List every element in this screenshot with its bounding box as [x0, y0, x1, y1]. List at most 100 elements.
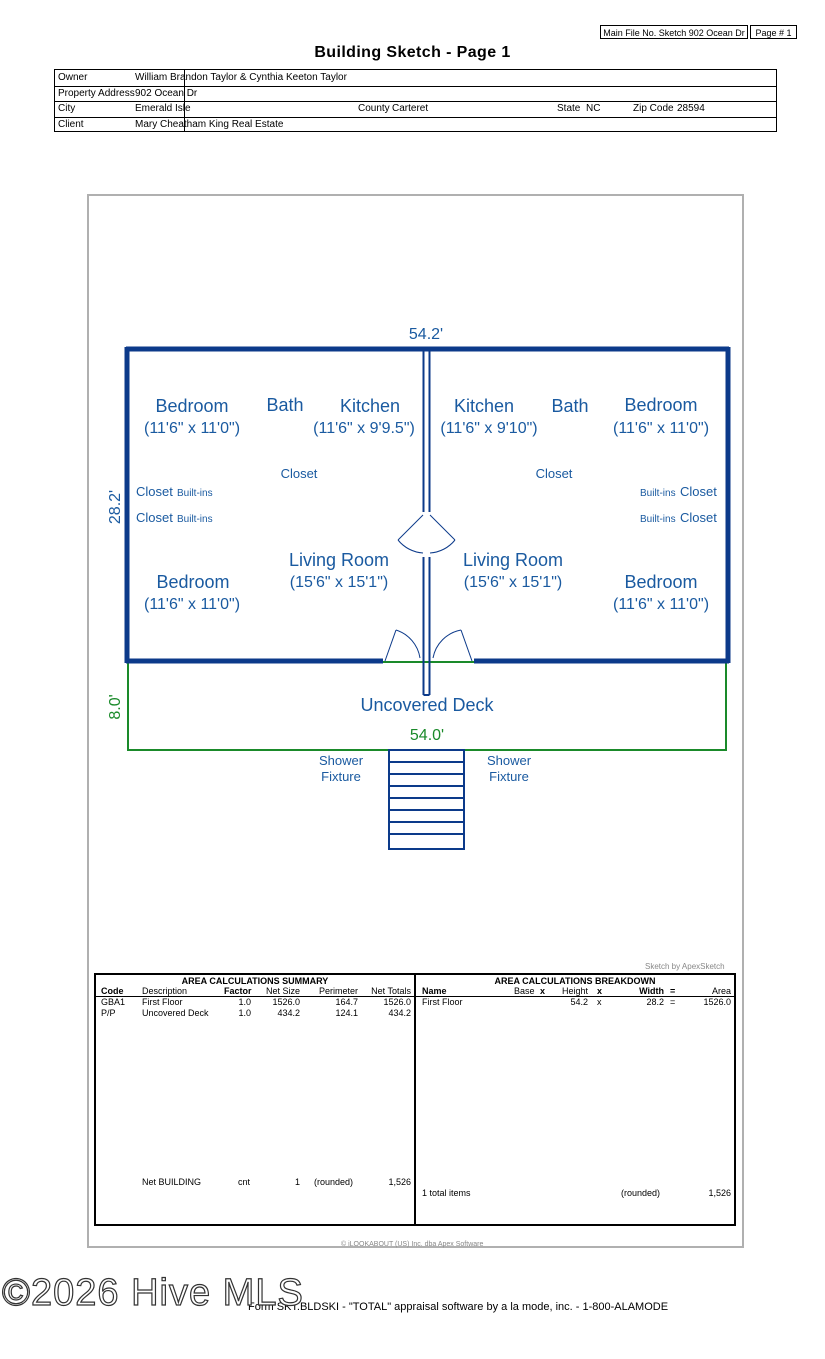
city-label: City: [58, 103, 76, 114]
breakdown-title: AREA CALCULATIONS BREAKDOWN: [494, 976, 656, 986]
form-footer: Form SKT.BLDSKI - "TOTAL" appraisal soft…: [248, 1301, 669, 1313]
net-building-label: Net BUILDING: [142, 1177, 202, 1187]
col-header: Width: [639, 986, 664, 996]
room-label-bath: Bath: [266, 395, 303, 415]
shower-label: Shower: [487, 753, 532, 768]
room-label-kitchen: Kitchen: [454, 396, 514, 416]
county-value: Carteret: [392, 103, 429, 114]
closet-label: Closet: [136, 484, 173, 499]
mls-watermark: ©2026 Hive MLS: [1, 1271, 304, 1314]
fixture-label: Fixture: [489, 769, 529, 784]
cell-description: Uncovered Deck: [142, 1008, 209, 1018]
col-header: Area: [711, 986, 731, 996]
cell-area: 1526.0: [703, 997, 731, 1007]
closet-label: Closet: [281, 466, 318, 481]
stairs: [388, 749, 465, 850]
cell-net-size: 1526.0: [272, 997, 300, 1007]
state-value: NC: [586, 103, 601, 114]
address-row: Property Address 902 Ocean Dr: [55, 86, 776, 102]
col-header: Factor: [224, 986, 252, 996]
closet-label: Closet: [680, 484, 717, 499]
cell-equals: =: [670, 997, 676, 1007]
deck-dimension: 54.0': [410, 727, 444, 744]
room-label-kitchen: Kitchen: [340, 396, 400, 416]
owner-value: William Brandon Taylor & Cynthia Keeton …: [135, 72, 347, 83]
main-file-number: Main File No. Sketch 902 Ocean Dr: [600, 25, 748, 39]
builtins-label: Built-ins: [640, 488, 676, 499]
owner-row: Owner William Brandon Taylor & Cynthia K…: [55, 70, 776, 87]
cell-perimeter: 164.7: [335, 997, 358, 1007]
room-label-bedroom: Bedroom: [155, 396, 228, 416]
net-building-total: 1,526: [388, 1177, 411, 1187]
city-value: Emerald Isle: [135, 103, 191, 114]
builtins-label: Built-ins: [177, 488, 213, 499]
cell-net-total: 434.2: [388, 1008, 411, 1018]
cell-factor: 1.0: [238, 997, 251, 1007]
room-label-living: Living Room: [289, 550, 389, 570]
cell-perimeter: 124.1: [335, 1008, 358, 1018]
room-size-bedroom: (11'6" x 11'0"): [613, 596, 709, 613]
left-dimension: 28.2': [107, 490, 124, 524]
col-header: Height: [561, 986, 588, 996]
shower-label: Shower: [319, 753, 364, 768]
zip-value: 28594: [677, 103, 705, 114]
page-title: Building Sketch - Page 1: [314, 44, 511, 61]
closet-label: Closet: [680, 510, 717, 525]
room-size-bedroom: (11'6" x 11'0"): [144, 596, 240, 613]
room-label-bath: Bath: [551, 396, 588, 416]
room-size-living: (15'6" x 15'1"): [290, 574, 388, 591]
property-info-table: Owner William Brandon Taylor & Cynthia K…: [54, 69, 777, 132]
zip-label: Zip Code: [633, 103, 674, 114]
net-rounded-label: (rounded): [314, 1177, 354, 1187]
city-row: City Emerald Isle County Carteret State …: [55, 101, 776, 118]
col-header: x: [597, 986, 603, 996]
col-header: Net Totals: [371, 986, 411, 996]
cell-width: 28.2: [646, 997, 664, 1007]
cell-code: P/P: [101, 1008, 116, 1018]
col-header: Code: [101, 986, 124, 996]
closet-label: Closet: [536, 466, 573, 481]
county-label: County: [358, 103, 390, 114]
room-size-bedroom: (11'6" x 11'0"): [144, 420, 240, 437]
cell-factor: 1.0: [238, 1008, 251, 1018]
cell-code: GBA1: [101, 997, 126, 1007]
total-rounded-label: (rounded): [621, 1188, 661, 1198]
cell-net-size: 434.2: [277, 1008, 300, 1018]
sketch-frame: [87, 194, 744, 1248]
room-size-kitchen: (11'6" x 9'10"): [440, 420, 537, 437]
page-number-box: Page # 1: [750, 25, 797, 39]
room-size-kitchen: (11'6" x 9'9.5"): [313, 420, 415, 437]
software-copyright: © iLOOKABOUT (US) Inc. dba Apex Software: [341, 1241, 484, 1248]
fixture-label: Fixture: [321, 769, 361, 784]
net-count: 1: [294, 1177, 300, 1187]
builtins-label: Built-ins: [640, 514, 676, 525]
cell-description: First Floor: [142, 997, 183, 1007]
col-header: Net Size: [265, 986, 300, 996]
summary-title: AREA CALCULATIONS SUMMARY: [181, 976, 329, 986]
column-divider: [184, 70, 185, 131]
header-rule: [416, 996, 734, 997]
address-value: 902 Ocean Dr: [135, 87, 198, 99]
cell-name: First Floor: [422, 997, 463, 1007]
room-label-bedroom: Bedroom: [156, 572, 229, 592]
net-cnt-label: cnt: [238, 1177, 251, 1187]
sketch-credit: Sketch by ApexSketch: [645, 962, 725, 971]
col-header: Description: [142, 986, 188, 996]
col-header: Perimeter: [318, 986, 358, 996]
builtins-label: Built-ins: [177, 514, 213, 525]
cell-height: 54.2: [570, 997, 588, 1007]
cell-net-total: 1526.0: [383, 997, 411, 1007]
col-header: x: [540, 986, 546, 996]
client-label: Client: [58, 118, 84, 130]
total-area: 1,526: [708, 1188, 731, 1198]
deck-label: Uncovered Deck: [360, 695, 494, 715]
col-header: Base: [514, 986, 535, 996]
room-label-living: Living Room: [463, 550, 563, 570]
total-items: 1 total items: [422, 1188, 471, 1198]
room-label-bedroom: Bedroom: [624, 395, 697, 415]
top-dimension: 54.2': [409, 326, 443, 343]
room-size-bedroom: (11'6" x 11'0"): [613, 420, 709, 437]
client-value: Mary Cheatham King Real Estate: [135, 118, 284, 130]
header-rule: [96, 996, 414, 997]
